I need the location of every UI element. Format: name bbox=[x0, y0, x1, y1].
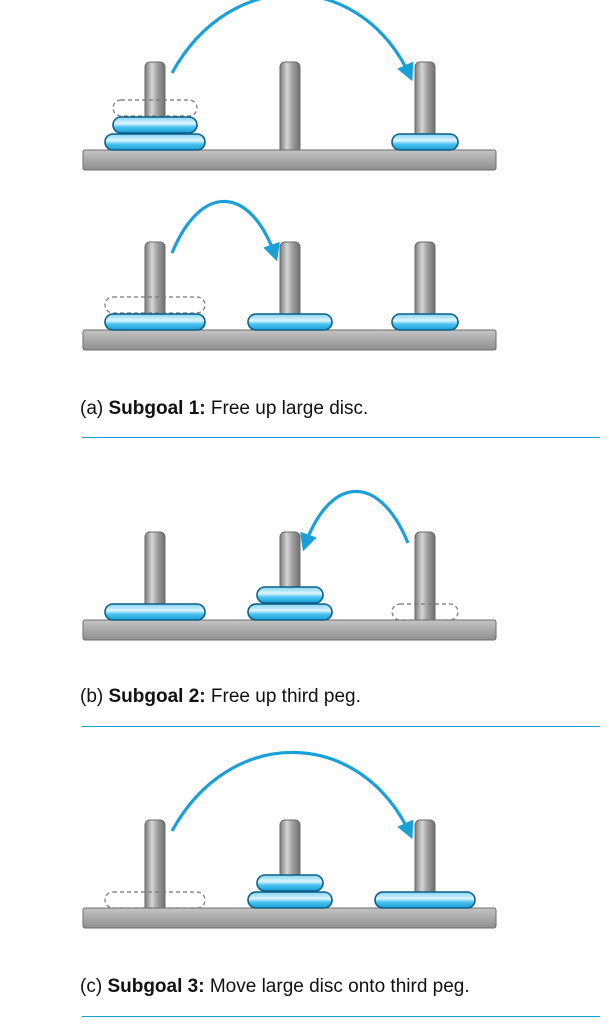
caption-a-prefix: (a) bbox=[80, 398, 109, 419]
disc-small bbox=[256, 586, 324, 604]
caption-c: (c) Subgoal 3: Move large disc onto thir… bbox=[80, 976, 470, 998]
base-platform bbox=[82, 149, 497, 171]
caption-b: (b) Subgoal 2: Free up third peg. bbox=[80, 686, 361, 708]
caption-a-rest: Free up large disc. bbox=[205, 398, 369, 419]
caption-a: (a) Subgoal 1: Free up large disc. bbox=[80, 398, 368, 420]
peg-1 bbox=[144, 819, 166, 913]
peg-board-a-2 bbox=[82, 199, 497, 351]
disc-medium bbox=[247, 313, 333, 331]
move-arrow bbox=[170, 750, 414, 840]
ghost-disc-large bbox=[104, 296, 206, 314]
base-platform bbox=[82, 329, 497, 351]
caption-b-rest: Free up third peg. bbox=[205, 686, 361, 707]
peg-board-b-1 bbox=[82, 489, 497, 641]
move-arrow bbox=[170, 199, 280, 262]
divider-c bbox=[82, 1016, 600, 1017]
caption-b-bold: Subgoal 2: bbox=[108, 686, 206, 707]
base-platform bbox=[82, 907, 497, 929]
disc-medium bbox=[112, 116, 198, 134]
disc-small bbox=[256, 874, 324, 892]
caption-b-prefix: (b) bbox=[80, 686, 109, 707]
disc-medium bbox=[247, 891, 333, 909]
disc-small bbox=[391, 133, 459, 151]
peg-2 bbox=[279, 61, 301, 155]
peg-board-c-1 bbox=[82, 750, 497, 929]
peg-board-a-1 bbox=[82, 0, 497, 171]
move-arrow bbox=[300, 489, 410, 552]
disc-large bbox=[104, 603, 206, 621]
divider-b bbox=[82, 726, 600, 727]
ghost-disc-small bbox=[391, 603, 459, 621]
peg-3 bbox=[414, 531, 436, 625]
caption-a-bold: Subgoal 1: bbox=[108, 398, 206, 419]
divider-a bbox=[82, 437, 600, 438]
ghost-disc-medium bbox=[112, 99, 198, 117]
base-platform bbox=[82, 619, 497, 641]
move-arrow bbox=[170, 0, 414, 82]
disc-small bbox=[391, 313, 459, 331]
disc-large bbox=[374, 891, 476, 909]
caption-c-rest: Move large disc onto third peg. bbox=[204, 976, 470, 997]
disc-large bbox=[104, 313, 206, 331]
caption-c-prefix: (c) bbox=[80, 976, 108, 997]
ghost-disc-large bbox=[104, 891, 206, 909]
disc-large bbox=[104, 133, 206, 151]
caption-c-bold: Subgoal 3: bbox=[107, 976, 205, 997]
disc-medium bbox=[247, 603, 333, 621]
